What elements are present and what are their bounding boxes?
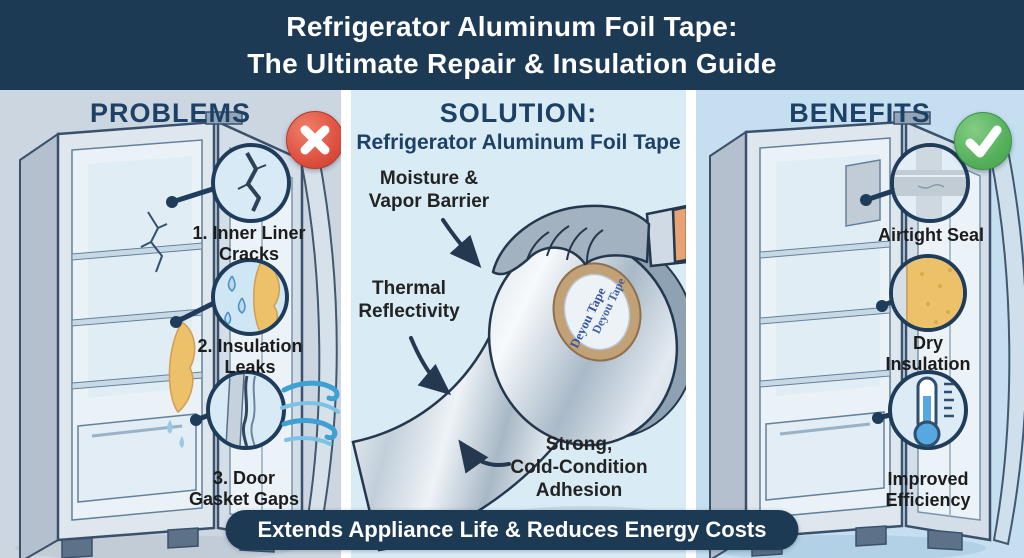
problem-label-insulation-leaks: 2. Insulation Leaks	[197, 336, 303, 378]
feature-label-cold-condition-adhesion: Strong, Cold-Condition Adhesion	[510, 434, 648, 501]
benefit-label-dry-insulation: Dry Insulation	[885, 333, 971, 375]
panel-divider-right	[686, 90, 696, 558]
liner-crack	[140, 211, 168, 273]
water-drops-icon	[211, 258, 289, 336]
panel-solution: SOLUTION: Refrigerator Aluminum Foil Tap…	[351, 90, 686, 558]
dry-insulation-icon	[889, 254, 967, 332]
callout-connectors	[166, 185, 218, 426]
panel-benefits: BENEFITS Airtight Seal Dry Insulation Im…	[696, 90, 1024, 558]
main-title-line1: Refrigerator Aluminum Foil Tape:	[286, 10, 738, 42]
crack-icon	[211, 143, 291, 223]
gasket-gap-icon	[206, 370, 286, 450]
tape-roll-illustration	[351, 204, 686, 552]
door-edge	[988, 148, 1024, 546]
problems-fridge-illustration	[15, 111, 340, 558]
benefits-title: BENEFITS	[789, 98, 931, 128]
header: Refrigerator Aluminum Foil Tape: The Ult…	[0, 0, 1024, 90]
x-glyph	[300, 125, 330, 155]
panels-row: PROBLEMS 1. Inner Liner Cracks 2. Insula…	[0, 90, 1024, 558]
benefits-fridge-illustration	[706, 111, 1024, 558]
tape-patch-icon	[890, 143, 970, 223]
feature-label-moisture-vapor-barrier: Moisture & Vapor Barrier	[368, 168, 490, 212]
thermometer-icon	[888, 370, 968, 450]
wind-icon	[280, 380, 340, 446]
main-title-line2: The Ultimate Repair & Insulation Guide	[247, 47, 777, 79]
insulation-leak-blob	[168, 320, 196, 414]
solution-subtitle: Refrigerator Aluminum Foil Tape	[356, 131, 681, 154]
problem-label-inner-liner-cracks: 1. Inner Liner Cracks	[192, 223, 306, 265]
check-glyph	[965, 125, 1002, 158]
benefit-label-improved-efficiency: Improved Efficiency	[885, 469, 971, 511]
check-icon	[954, 112, 1012, 170]
panel-problems: PROBLEMS 1. Inner Liner Cracks 2. Insula…	[0, 90, 341, 558]
x-icon	[286, 111, 341, 169]
gloved-hand	[491, 204, 686, 276]
repaired-duct	[845, 159, 881, 227]
footer-banner: Extends Appliance Life & Reduces Energy …	[225, 510, 799, 550]
feature-label-thermal-reflectivity: Thermal Reflectivity	[358, 278, 460, 322]
arrow-icons	[409, 218, 511, 474]
solution-title: SOLUTION:	[439, 98, 598, 128]
panel-divider-left	[341, 90, 351, 558]
benefit-label-airtight-seal: Airtight Seal	[877, 225, 984, 245]
problems-title: PROBLEMS	[89, 98, 251, 128]
problem-label-door-gasket-gaps: 3. Door Gasket Gaps	[188, 468, 300, 510]
